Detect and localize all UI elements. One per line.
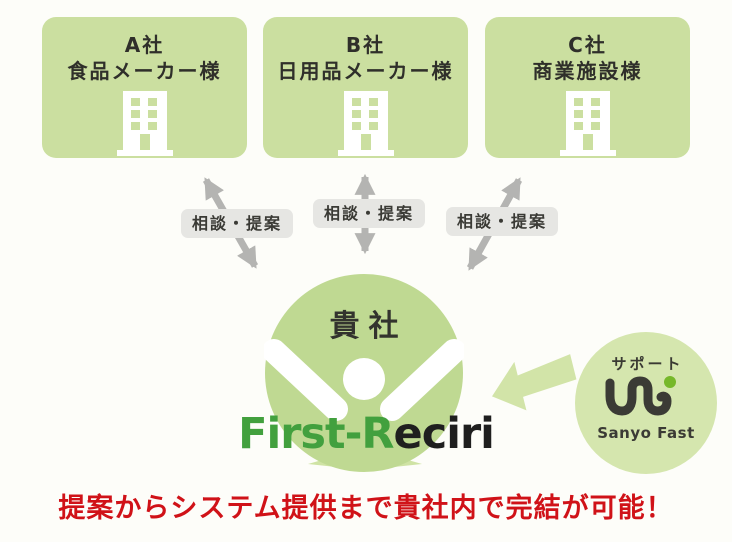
uni-logo-dot — [664, 376, 676, 388]
person-raising-arms-icon — [264, 339, 464, 421]
company-name: A社 — [124, 33, 165, 57]
support-badge-label: サポート — [611, 355, 684, 373]
uni-logo-mark — [605, 376, 676, 416]
building-icon — [559, 91, 616, 156]
building-icon — [337, 91, 394, 156]
your-company-circle — [264, 274, 464, 472]
wordmark-dark-part: eciri — [393, 409, 495, 459]
company-category: 商業施設様 — [532, 59, 643, 83]
building-icon — [116, 91, 173, 156]
left-block-arrow-icon — [492, 354, 577, 411]
company-card-c: C社 商業施設様 — [485, 17, 690, 158]
support-circle: サポート Sanyo Fast — [575, 332, 717, 474]
company-category: 食品メーカー様 — [67, 59, 222, 83]
relation-label-right: 相談・提案 — [446, 207, 559, 236]
relation-label-left: 相談・提案 — [181, 209, 294, 238]
company-category: 日用品メーカー様 — [277, 59, 454, 83]
company-name: B社 — [345, 33, 386, 57]
support-brand-name: Sanyo Fast — [597, 424, 695, 442]
company-card-b: B社 日用品メーカー様 — [263, 17, 468, 158]
wordmark-green-part: First-R — [238, 409, 394, 459]
your-company-label: 貴社 — [329, 309, 408, 344]
footer-message: 提案からシステム提供まで貴社内で完結が可能！ — [58, 493, 674, 524]
relation-label-middle: 相談・提案 — [313, 199, 426, 228]
company-name: C社 — [568, 33, 607, 57]
company-card-a: A社 食品メーカー様 — [42, 17, 247, 158]
first-reciri-wordmark: First-Reciri — [0, 411, 732, 457]
